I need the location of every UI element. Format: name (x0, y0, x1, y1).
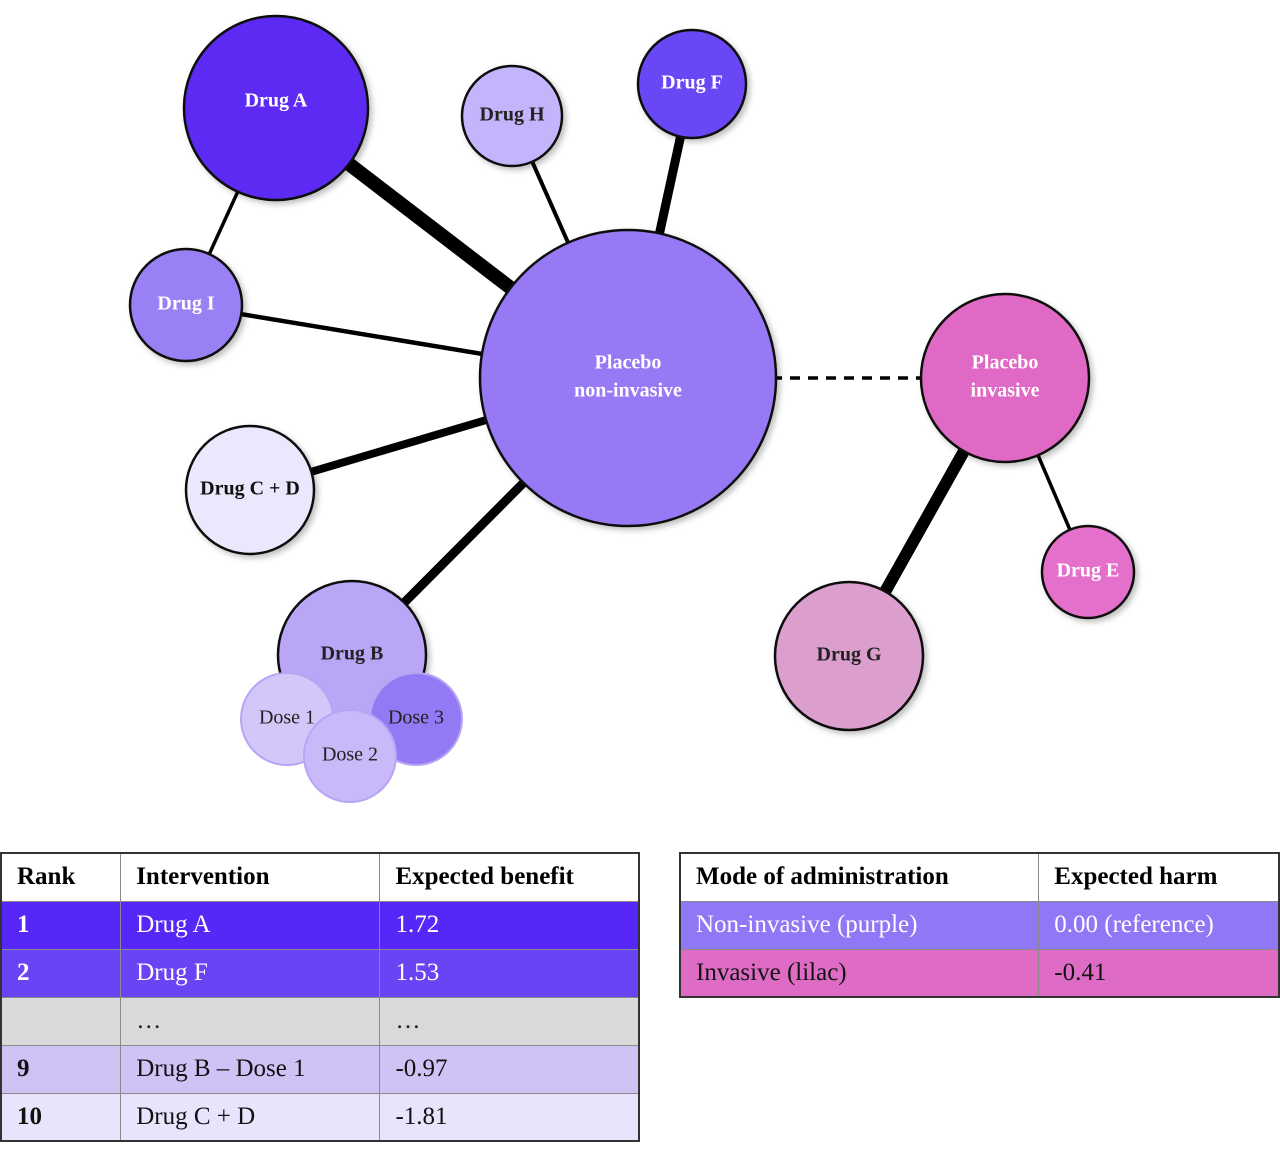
intervention-cell: Drug A (120, 900, 381, 950)
node-dose-2: Dose 2 (303, 709, 397, 803)
mode-table-header: Mode of administration Expected harm (679, 852, 1280, 902)
intervention-cell: … (120, 996, 381, 1046)
node-label-placebo-noninvasive-1: non-invasive (574, 380, 682, 402)
node-drug-e: Drug E (1040, 524, 1136, 620)
intervention-cell: Drug C + D (120, 1092, 381, 1142)
harm-cell: 0.00 (reference) (1038, 900, 1280, 950)
node-circle-dose-2 (303, 709, 397, 803)
dose-label-dose-1: Dose 1 (259, 707, 315, 729)
node-drug-a: Drug A (182, 14, 370, 202)
node-circle-drug-f (636, 28, 748, 140)
benefit-cell: … (379, 996, 640, 1046)
benefit-cell: -0.97 (379, 1044, 640, 1094)
node-circle-drug-h (460, 64, 564, 168)
node-drug-g: Drug G (773, 580, 925, 732)
node-label-drug-cd: Drug C + D (200, 478, 300, 500)
node-circle-placebo-noninvasive (478, 228, 778, 528)
rank-table-header: Rank Intervention Expected benefit (0, 852, 640, 902)
mode-cell: Non-invasive (purple) (679, 900, 1040, 950)
benefit-cell: -1.81 (379, 1092, 640, 1142)
nodes: Drug A Drug H Drug F Drug I Placebo non-invas… (128, 14, 1136, 803)
benefit-cell: 1.72 (379, 900, 640, 950)
node-circle-drug-g (773, 580, 925, 732)
node-label-drug-a: Drug A (245, 90, 308, 112)
node-label-drug-b: Drug B (321, 643, 384, 665)
node-circle-drug-cd (184, 424, 316, 556)
node-label-drug-h: Drug H (480, 104, 545, 126)
mode-table-row: Invasive (lilac)-0.41 (679, 948, 1280, 998)
node-drug-i: Drug I (128, 247, 244, 363)
node-placebo-invasive: Placebo invasive (919, 292, 1091, 464)
intervention-header: Intervention (120, 852, 381, 902)
intervention-cell: Drug F (120, 948, 381, 998)
dose-label-dose-3: Dose 3 (388, 707, 444, 729)
node-label-drug-g: Drug G (817, 644, 882, 666)
intervention-cell: Drug B – Dose 1 (120, 1044, 381, 1094)
node-drug-cd: Drug C + D (184, 424, 316, 556)
node-label-placebo-invasive-0: Placebo (972, 352, 1039, 374)
benefit-cell: 1.53 (379, 948, 640, 998)
node-label-placebo-noninvasive-0: Placebo (595, 352, 662, 374)
node-label-drug-i: Drug I (157, 293, 214, 315)
node-circle-drug-i (128, 247, 244, 363)
rank-cell: 10 (0, 1092, 122, 1142)
mode-table: Mode of administration Expected harm Non… (679, 852, 1280, 998)
network-diagram: Drug A Drug H Drug F Drug I Placebo non-invas… (128, 14, 1136, 803)
node-circle-placebo-invasive (919, 292, 1091, 464)
rank-cell: 2 (0, 948, 122, 998)
node-label-drug-e: Drug E (1057, 560, 1120, 582)
dose-label-dose-2: Dose 2 (322, 744, 378, 766)
mode-cell: Invasive (lilac) (679, 948, 1040, 998)
node-drug-f: Drug F (636, 28, 748, 140)
node-circle-drug-e (1040, 524, 1136, 620)
mode-header: Mode of administration (679, 852, 1040, 902)
node-circle-drug-a (182, 14, 370, 202)
harm-header: Expected harm (1038, 852, 1280, 902)
rank-cell: 1 (0, 900, 122, 950)
harm-cell: -0.41 (1038, 948, 1280, 998)
node-placebo-noninvasive: Placebo non-invasive (478, 228, 778, 528)
rank-cell: 9 (0, 1044, 122, 1094)
rank-header: Rank (0, 852, 122, 902)
rank-cell (0, 996, 122, 1046)
benefit-header: Expected benefit (379, 852, 640, 902)
mode-table-row: Non-invasive (purple)0.00 (reference) (679, 900, 1280, 950)
rank-table-row: …… (0, 996, 640, 1046)
node-drug-h: Drug H (460, 64, 564, 168)
node-label-placebo-invasive-1: invasive (971, 380, 1040, 402)
node-label-drug-f: Drug F (661, 72, 723, 94)
